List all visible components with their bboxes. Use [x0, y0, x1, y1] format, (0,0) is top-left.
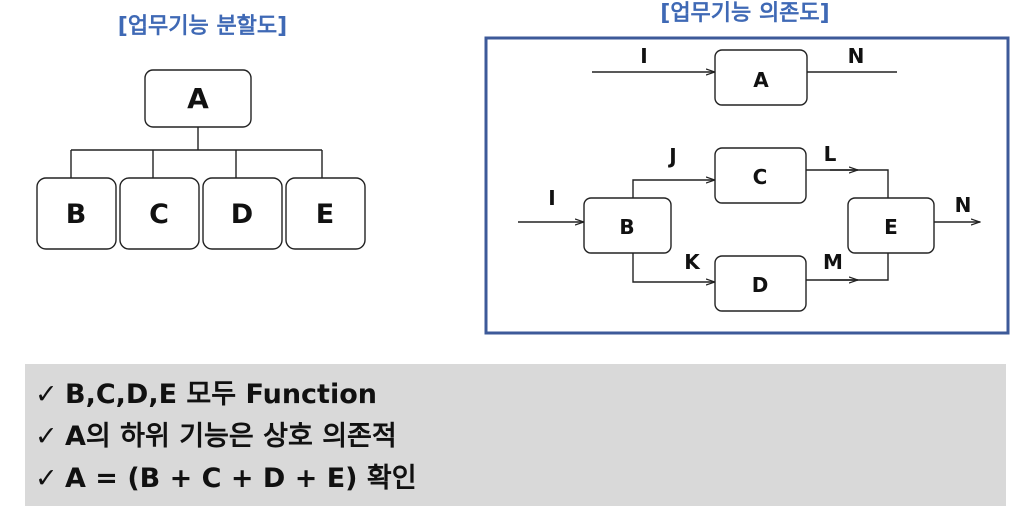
dep-node-c	[714, 147, 807, 204]
dependency-frame	[484, 36, 1010, 335]
flow-label-n: N	[955, 193, 972, 217]
flow-line-m	[806, 253, 889, 281]
summary-item-1-text: B,C,D,E 모두 Function	[65, 379, 377, 410]
tree-node-e-label: E	[316, 199, 334, 230]
flow-label-i: I	[548, 186, 555, 210]
tree-node-b	[36, 177, 117, 250]
flow-label-n-top: N	[848, 44, 865, 68]
check-icon: ✓	[35, 421, 58, 452]
decomposition-title: [업무기능 분할도]	[117, 14, 288, 39]
summary-item-1: ✓B,C,D,E 모두 Function	[35, 372, 377, 411]
tree-node-c	[119, 177, 200, 250]
diagram-canvas: A B C D E I A N I B J K	[36, 36, 1010, 335]
flow-line-l	[806, 169, 889, 198]
flow-label-m: M	[823, 250, 843, 274]
tree-node-d-label: D	[231, 199, 253, 230]
tree-node-root-label: A	[187, 82, 209, 115]
dep-node-a-label: A	[753, 68, 769, 92]
summary-item-3-text: A = (B + C + D + E) 확인	[65, 463, 417, 494]
check-icon: ✓	[35, 379, 58, 410]
flow-arrow-j	[632, 180, 715, 198]
dep-node-b-label: B	[619, 215, 634, 239]
dep-node-e	[847, 197, 935, 254]
dependency-title: [업무기능 의존도]	[660, 1, 830, 26]
summary-item-2-text: A의 하위 기능은 상호 의존적	[65, 421, 397, 452]
summary-item-3: ✓A = (B + C + D + E) 확인	[35, 456, 417, 495]
dependency-diagram: I A N I B J K C D L M E N	[484, 36, 1010, 335]
flow-arrow-k	[632, 253, 715, 282]
tree-node-d	[202, 177, 283, 250]
summary-box: ✓B,C,D,E 모두 Function ✓A의 하위 기능은 상호 의존적 ✓…	[25, 364, 1006, 506]
dep-node-e-label: E	[884, 215, 898, 239]
decomposition-tree: A B C D E	[36, 69, 366, 250]
check-icon: ✓	[35, 463, 58, 494]
dep-node-d	[714, 255, 807, 312]
dep-node-b	[583, 197, 672, 254]
tree-node-e	[285, 177, 366, 250]
tree-node-b-label: B	[66, 199, 87, 230]
dep-node-a	[714, 49, 808, 106]
flow-label-j: J	[667, 144, 676, 168]
summary-item-2: ✓A의 하위 기능은 상호 의존적	[35, 414, 397, 453]
dep-node-c-label: C	[753, 165, 768, 189]
dep-node-d-label: D	[752, 273, 769, 297]
flow-label-k: K	[684, 250, 701, 274]
flow-label-l: L	[824, 142, 837, 166]
tree-node-c-label: C	[149, 199, 169, 230]
flow-label-i-top: I	[640, 44, 647, 68]
